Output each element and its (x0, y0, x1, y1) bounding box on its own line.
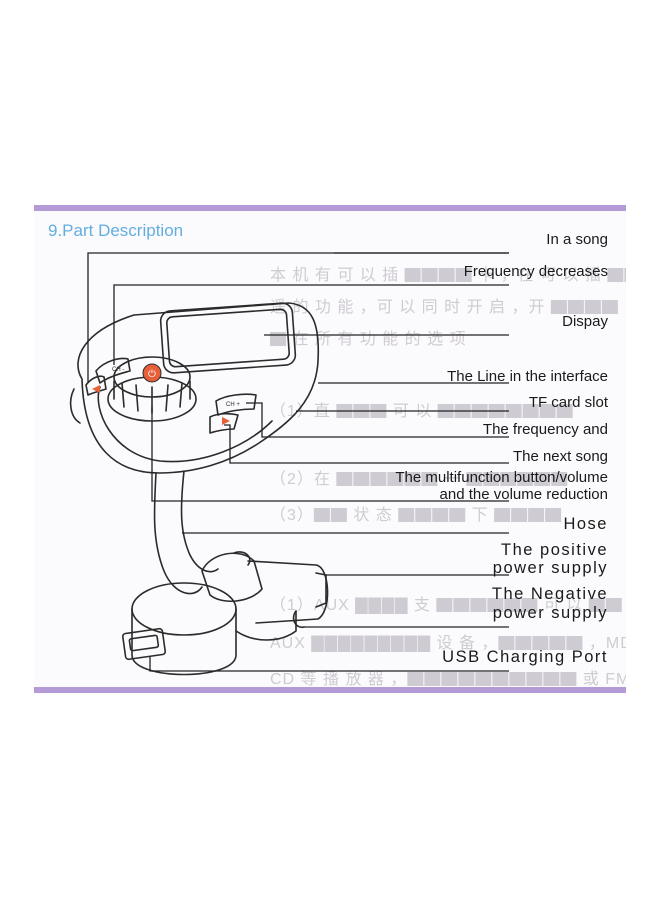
usb-port (121, 627, 167, 661)
label-frequency-and: The frequency and (482, 421, 608, 438)
bleed-through-text: CD 等 播 放 器 ，▇▇▇▇▇▇▇▇▇▇ 或 FM 发 (270, 671, 626, 688)
label-usb-charging-port: USB Charging Port (442, 648, 608, 666)
section-heading: 9.Part Description (48, 221, 184, 240)
knob-center-icon (142, 363, 162, 383)
knob-ridges (113, 380, 191, 414)
display-screen-inner (166, 308, 290, 368)
label-frequency-decreases: Frequency decreases (463, 263, 608, 280)
label-negative-line2: power supply (492, 604, 608, 622)
next-arrow-icon (222, 417, 230, 425)
usb-port-inner (128, 634, 160, 652)
device-diagram: ⏻ CH - CH + (69, 252, 509, 676)
hose-scribble (233, 551, 251, 566)
plug-tip (315, 572, 327, 608)
ch-minus-label: CH - (112, 367, 124, 373)
button-ch-minus (95, 357, 131, 384)
bleed-through-text: （3）▇▇ 状 态 ▇▇▇▇ 下 ▇▇▇▇ (270, 507, 563, 524)
leader-usb (149, 657, 509, 672)
device-side (69, 388, 81, 424)
plug-collar (201, 552, 263, 602)
usb-housing-side (235, 610, 297, 641)
label-in-a-song: In a song (546, 231, 608, 248)
leader-frequency-decreases (113, 284, 509, 365)
bleed-through-text: （1）AUX ▇▇▇▇ 支 ▇▇▇▇▇▇ 可 以 ▇▇ (270, 597, 623, 614)
usb-housing-body (131, 608, 237, 676)
button-ch-plus (215, 393, 257, 416)
plug-spring (292, 610, 305, 629)
device-body (77, 302, 320, 474)
label-negative-line1: The Negative (491, 585, 608, 603)
label-positive-line1: The positive (501, 541, 608, 559)
leader-multifunction (151, 407, 509, 502)
button-next (209, 412, 239, 434)
label-hose: Hose (563, 515, 608, 533)
bleed-through-text: （2）在 ▇▇▇▇▇▇ 一 ▇▇▇▇▇▇ (270, 471, 569, 488)
label-line-interface: The Line in the interface (447, 368, 608, 385)
leader-frequency-and (246, 402, 509, 438)
label-positive-line2: power supply (492, 559, 608, 577)
knob-power-glyph: ⏻ (148, 369, 156, 380)
label-display: Dispay (562, 313, 608, 330)
ch-plus-label: CH + (226, 402, 240, 408)
label-tf-card-slot: TF card slot (528, 394, 608, 411)
button-prev (85, 375, 107, 396)
bleed-through-text: AUX ▇▇▇▇▇▇▇▇▇ 设 备 ，▇▇▇▇▇ ，MD， (270, 635, 626, 652)
label-next-song: The next song (512, 448, 608, 465)
hose-right-edge (180, 470, 219, 573)
leader-in-a-song (87, 252, 509, 383)
label-multifunction-line1: The multifunction button/volume (395, 469, 608, 486)
usb-housing-top (131, 582, 237, 636)
bleed-through-text: 遥 的 功 能 ，可 以 同 时 开 启 ，开 ▇▇▇▇ 以 ▇▇ (270, 299, 626, 316)
instruction-card: 本 机 有 可 以 插 ▇▇▇▇ 卡 ，在 可 以 插 ▇▇ 开 遥 的 功 能… (34, 205, 626, 693)
knob-top (113, 356, 191, 398)
label-multifunction-line2: and the volume reduction (439, 486, 608, 503)
bleed-through-text: 本 机 有 可 以 插 ▇▇▇▇ 卡 ，在 可 以 插 ▇▇ 开 (270, 267, 626, 284)
prev-arrow-icon (92, 385, 100, 393)
plug-body (247, 560, 329, 624)
display-screen (159, 302, 297, 374)
leader-next-song (224, 424, 509, 464)
device-body-inner (97, 386, 273, 463)
